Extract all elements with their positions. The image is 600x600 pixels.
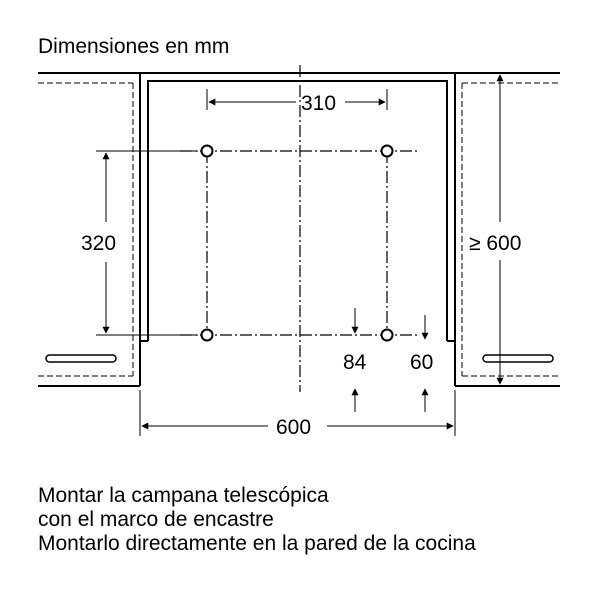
mounting-hole-top-right (380, 144, 394, 158)
mounting-frame (140, 72, 455, 342)
dimension-label-84: 84 (343, 351, 367, 374)
caption-line-2: con el marco de encastre (38, 508, 274, 531)
dimension-min-height: ≥ 600 (469, 74, 521, 385)
dimension-310: 310 (206, 89, 388, 115)
dimension-label-600-width: 600 (276, 416, 311, 439)
left-slot-handle (45, 354, 117, 363)
mounting-hole-top-left (200, 144, 214, 158)
dimension-label-60: 60 (410, 351, 433, 374)
dimension-84: 84 (343, 308, 367, 412)
right-slot-handle (482, 354, 554, 363)
mounting-hole-bottom-right (380, 328, 394, 342)
mounting-hole-bottom-left (200, 328, 214, 342)
left-cabinet (38, 72, 141, 387)
dimension-label-min-height: ≥ 600 (469, 232, 521, 255)
dimension-60: 60 (410, 315, 433, 412)
caption-line-1: Montar la campana telescópica (38, 484, 329, 507)
dimension-label-320: 320 (81, 232, 116, 255)
dimension-320: 320 (81, 150, 198, 336)
right-cabinet (454, 72, 560, 387)
diagram-title: Dimensiones en mm (38, 35, 230, 58)
dimension-label-310: 310 (301, 92, 336, 115)
hole-pattern (180, 144, 420, 342)
instruction-captions: Montar la campana telescópica con el mar… (38, 484, 476, 556)
dimension-600-width: 600 (139, 390, 456, 439)
caption-line-3: Montarlo directamente en la pared de la … (38, 532, 476, 555)
